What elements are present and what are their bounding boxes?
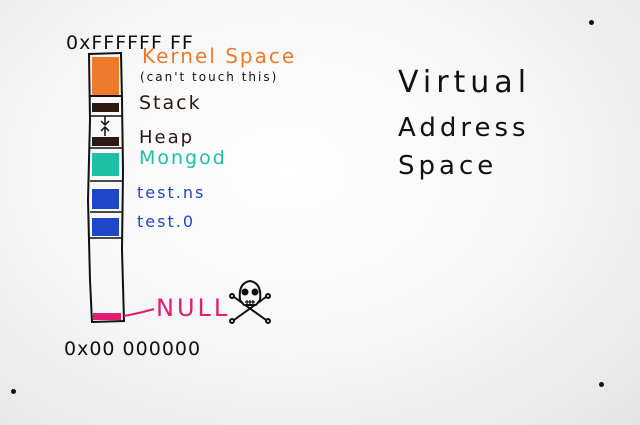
bottom-address-label: 0x00 000000 — [64, 338, 202, 360]
column-outline — [86, 51, 126, 324]
marker-dot — [599, 382, 604, 387]
kernel-space-note: (can't touch this) — [140, 70, 279, 84]
null-pointer-line — [123, 308, 155, 317]
heap-label: Heap — [139, 127, 195, 148]
skull-and-crossbones-icon — [229, 279, 271, 324]
kernel-space-block — [92, 57, 119, 95]
test-ns-label: test.ns — [137, 183, 206, 202]
title-line-virtual: Virtual — [398, 65, 532, 100]
null-block — [93, 313, 121, 320]
kernel-space-label: Kernel Space — [142, 44, 297, 68]
marker-dot — [589, 20, 594, 25]
title-line-address: Address — [398, 113, 530, 143]
test-0-label: test.0 — [137, 212, 195, 231]
mongod-block — [92, 153, 119, 176]
heap-block — [92, 137, 119, 146]
heap-arrow — [100, 125, 110, 136]
stack-block — [92, 103, 119, 112]
title-line-space: Space — [398, 151, 498, 181]
test-0-block — [92, 218, 119, 236]
stack-arrow — [100, 116, 110, 127]
stack-label: Stack — [139, 92, 202, 114]
marker-dot — [11, 389, 16, 394]
null-label: NULL — [156, 294, 231, 322]
mongod-label: Mongod — [139, 147, 227, 169]
test-ns-block — [92, 189, 119, 209]
top-address-label: 0xFFFFFF FF — [66, 32, 194, 54]
